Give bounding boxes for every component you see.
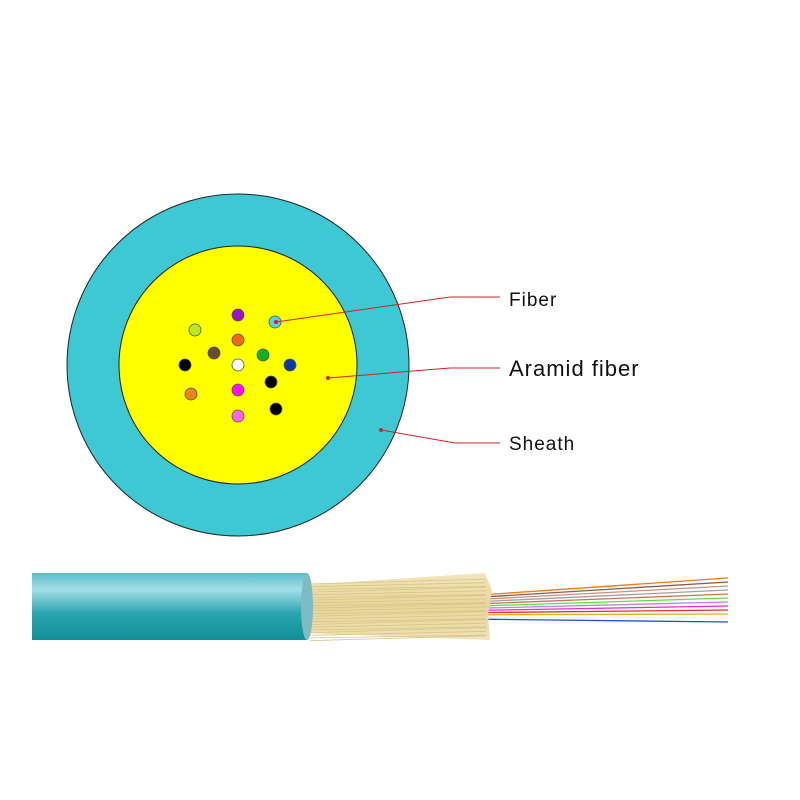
optical-fiber [256,348,270,362]
optical-fiber [207,346,221,360]
yarn-strand [309,578,487,585]
yarn-strand [309,635,487,642]
aramid-leader [327,367,500,379]
fiber-group [178,308,297,423]
yarn-strand [309,622,487,628]
optical-fiber [231,358,245,372]
yarn-texture [309,578,487,642]
cable-jacket [32,573,307,640]
yarn-strand [309,630,487,636]
fiber-strand [479,585,729,601]
yarn-strand [309,610,487,615]
yarn-strand [309,586,487,593]
fiber-strands [479,577,729,623]
optical-fiber [264,375,278,389]
yarn-strand [309,594,487,598]
fiber-strand [479,616,729,619]
optical-fiber [283,358,297,372]
yarn-strand [309,586,487,590]
yarn-strand [309,627,487,633]
fiber-leader-dot [274,320,278,324]
fiber-strand [479,605,729,612]
optical-fiber [231,383,245,397]
sheath-label: Sheath [509,434,575,455]
optical-fiber [231,333,245,347]
leader-lines [275,296,500,444]
fiber-strand [479,577,729,596]
fiber-strand [479,581,729,598]
fiber-strand [479,618,729,623]
fiber-strand [479,593,729,605]
fiber-strand [479,597,729,607]
yarn-strand [309,618,487,623]
optical-fiber [184,387,198,401]
optical-fiber [269,402,283,416]
cable-side-view [32,573,729,642]
yarn-strand [309,590,487,596]
yarn-strand [309,626,487,631]
optical-fiber [231,308,245,322]
yarn-strand [309,619,487,625]
yarn-strand [309,634,487,639]
yarn-strand [309,602,487,609]
aramid-leader-dot [326,376,330,380]
fiber-label: Fiber [509,290,557,311]
fiber-strand [479,613,729,616]
fiber-strand [479,589,729,603]
sheath-leader-dot [379,428,383,432]
fiber-leader [275,296,500,323]
aramid-fiber-label: Aramid fiber [509,356,640,381]
yarn-strand [309,594,487,601]
optical-fiber [231,409,245,423]
yarn-strand [309,582,487,588]
yarn-strand [309,598,487,604]
optical-fiber [188,323,202,337]
yarn-strand [309,602,487,606]
yarn-strand [309,606,487,612]
jacket-end [301,573,313,640]
fiber-strand [479,601,729,609]
fiber-strand [479,609,729,614]
sheath-leader [380,429,500,444]
yarn-strand [309,614,487,620]
yarn-strand [309,611,487,617]
optical-fiber [178,358,192,372]
